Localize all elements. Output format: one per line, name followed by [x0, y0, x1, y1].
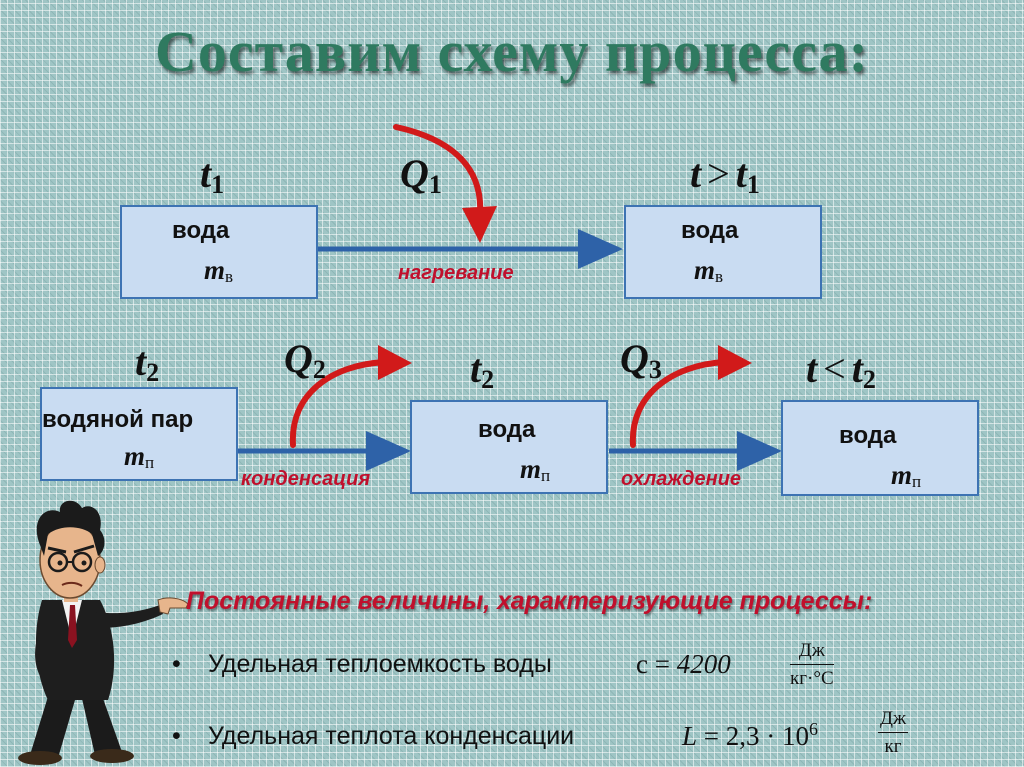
mass-label: mп [124, 441, 155, 472]
temp-greater-t1-label: t>t1 [690, 151, 760, 199]
box-label: водяной пар [42, 406, 194, 433]
constant-item-heat-capacity: • Удельная теплоемкость воды [172, 650, 552, 679]
bullet: • [172, 650, 181, 678]
mass-label: mв [694, 255, 724, 286]
temp-t2-mid-label: t2 [470, 346, 495, 394]
heat-in-arrow-q1 [393, 124, 497, 243]
temp-t1-label: t1 [200, 151, 225, 199]
temp-less-t2-label: t<t2 [806, 346, 876, 394]
heat-out-arrow-q2 [289, 345, 412, 448]
constant-text: Удельная теплоемкость воды [208, 650, 552, 678]
box-label: вода [478, 416, 536, 443]
water-box-condensed: вода mп [410, 400, 608, 494]
process-cooling-label: охлаждение [621, 468, 742, 490]
heat-out-arrow-q3 [629, 345, 752, 448]
heat-q2-label: Q2 [284, 336, 326, 384]
process-condensation-label: конденсация [241, 468, 371, 490]
heat-q1-label: Q1 [400, 151, 442, 199]
mass-label: mп [891, 460, 922, 491]
steam-box: водяной пар mп [40, 387, 238, 481]
water-box-cooled: вода mп [781, 400, 979, 496]
condensation-heat-unit: Дж кг [878, 708, 909, 757]
heat-q3-label: Q3 [620, 336, 662, 384]
heat-capacity-formula: c = 4200 [636, 649, 731, 679]
constant-item-condensation-heat: • Удельная теплота конденсации [172, 722, 574, 751]
temp-t2-label: t2 [135, 339, 160, 387]
box-label: вода [839, 422, 897, 449]
slide-title: Составим схему процесса: [155, 19, 869, 84]
water-box-initial: вода mв [120, 205, 318, 299]
constant-text: Удельная теплота конденсации [208, 722, 575, 750]
box-label: вода [172, 217, 230, 244]
bullet: • [172, 722, 181, 750]
box-label: вода [681, 217, 739, 244]
heat-capacity-unit: Дж кг·°С [790, 640, 834, 689]
process-heating-label: нагревание [398, 262, 514, 284]
mass-label: mп [520, 454, 551, 485]
mass-label: mв [204, 255, 234, 286]
condensation-heat-formula: L = 2,3 · 106 [682, 719, 819, 751]
water-box-heated: вода mв [624, 205, 822, 299]
constants-heading: Постоянные величины, характеризующие про… [186, 587, 873, 615]
